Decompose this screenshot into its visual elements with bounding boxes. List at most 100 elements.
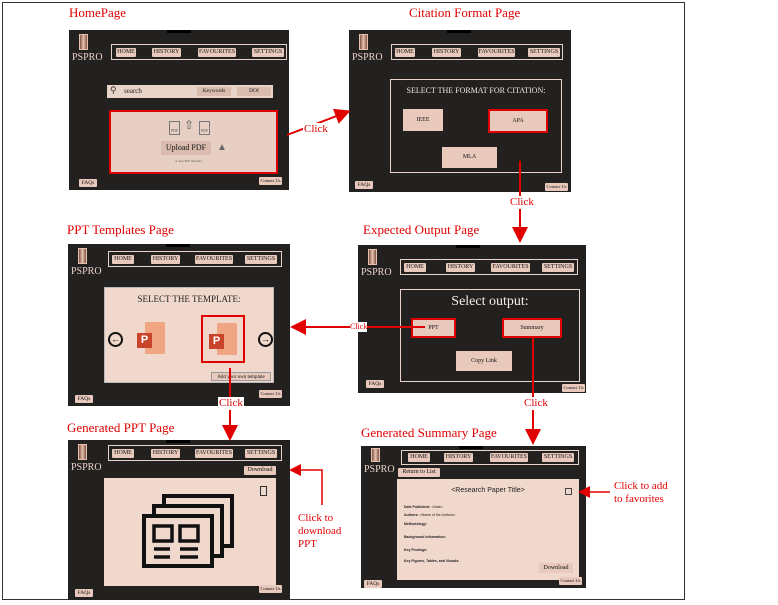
- slides-icon: [142, 494, 234, 568]
- powerpoint-badge: P: [137, 333, 152, 348]
- nav-bar: HOME HISTORY FAVOURITES SETTINGS: [401, 450, 579, 465]
- nav-history[interactable]: HISTORY: [444, 453, 473, 462]
- nav-favourites[interactable]: FAVOURITES: [195, 255, 233, 264]
- summary-button[interactable]: Summary: [502, 318, 562, 338]
- faqs-button[interactable]: FAQs: [366, 380, 384, 388]
- contact-us-button[interactable]: Contact Us: [259, 177, 282, 185]
- previous-arrow-icon[interactable]: ←: [108, 332, 123, 347]
- nav-settings[interactable]: SETTINGS: [542, 263, 574, 272]
- favorite-checkbox[interactable]: [565, 488, 572, 495]
- contact-us-button[interactable]: Contact Us: [259, 390, 282, 398]
- nav-bar: HOME HISTORY FAVOURITES SETTINGS: [108, 251, 282, 267]
- contact-us-button[interactable]: Contact Us: [559, 577, 582, 585]
- nav-history[interactable]: HISTORY: [446, 263, 475, 272]
- logo-graphic: [78, 248, 87, 264]
- nav-home[interactable]: HOME: [408, 453, 430, 462]
- nav-home[interactable]: HOME: [112, 255, 134, 264]
- nav-favourites[interactable]: FAVOURITES: [491, 263, 530, 272]
- generated-summary-screen: PSPRO HOME HISTORY FAVOURITES SETTINGS R…: [361, 446, 586, 588]
- faqs-button[interactable]: FAQs: [79, 179, 97, 187]
- logo: PSPRO: [361, 267, 392, 278]
- upload-pdf-button[interactable]: Upload PDF: [161, 141, 211, 155]
- copy-link-button[interactable]: Copy Link: [456, 351, 512, 371]
- nav-bar: HOME HISTORY FAVOURITES SETTINGS: [108, 445, 282, 461]
- select-output-box: Select output: PPT Summary Copy Link: [400, 289, 580, 382]
- apa-button[interactable]: APA: [488, 109, 548, 133]
- click-label: Click: [350, 322, 368, 332]
- download-button[interactable]: Download: [244, 466, 276, 475]
- nav-settings[interactable]: SETTINGS: [245, 449, 277, 458]
- return-to-list-button[interactable]: Return to List: [398, 468, 440, 477]
- key-findings-heading: Key Findings:: [404, 548, 428, 552]
- click-label: Click: [218, 397, 244, 410]
- nav-favourites[interactable]: FAVOURITES: [478, 48, 515, 57]
- nav-settings[interactable]: SETTINGS: [542, 453, 574, 462]
- nav-history[interactable]: HISTORY: [151, 255, 180, 264]
- ieee-button[interactable]: IEEE: [403, 109, 443, 131]
- title-generated-ppt-page: Generated PPT Page: [67, 420, 175, 435]
- faqs-button[interactable]: FAQs: [364, 580, 382, 588]
- select-output-heading: Select output:: [451, 294, 529, 309]
- authors-value: <Name of the Authors>: [419, 513, 456, 517]
- ppt-templates-screen: PSPRO HOME HISTORY FAVOURITES SETTINGS S…: [68, 244, 290, 406]
- next-arrow-icon[interactable]: →: [258, 332, 273, 347]
- powerpoint-template-2[interactable]: P: [201, 315, 245, 363]
- date-published: Date Published: <Date>: [404, 505, 443, 509]
- mla-button[interactable]: MLA: [442, 147, 497, 168]
- upload-icon: ⇧: [184, 118, 195, 132]
- logo: PSPRO: [72, 52, 103, 63]
- search-bar[interactable]: ⚲ search Keywords DOI: [107, 85, 273, 98]
- logo-graphic: [368, 249, 377, 265]
- ppt-preview-panel: [104, 478, 276, 586]
- search-input[interactable]: search: [124, 87, 142, 95]
- nav-bar: HOME HISTORY FAVOURITES SETTINGS: [111, 44, 287, 60]
- nav-home[interactable]: HOME: [404, 263, 426, 272]
- nav-history[interactable]: HISTORY: [152, 48, 181, 57]
- nav-favourites[interactable]: FAVOURITES: [195, 449, 233, 458]
- diagram-frame: [2, 2, 685, 600]
- nav-history[interactable]: HISTORY: [432, 48, 461, 57]
- nav-bar: HOME HISTORY FAVOURITES SETTINGS: [391, 44, 563, 60]
- template-panel: SELECT THE TEMPLATE: ← P P → Add your ow…: [104, 287, 274, 383]
- doi-button[interactable]: DOI: [237, 87, 271, 96]
- nav-history[interactable]: HISTORY: [151, 449, 180, 458]
- powerpoint-badge: P: [209, 334, 224, 349]
- contact-us-button[interactable]: Contact Us: [562, 384, 585, 392]
- nav-settings[interactable]: SETTINGS: [252, 48, 284, 57]
- faqs-button[interactable]: FAQs: [75, 395, 93, 403]
- contact-us-button[interactable]: Contact Us: [259, 585, 282, 593]
- expected-output-screen: PSPRO HOME HISTORY FAVOURITES SETTINGS S…: [358, 245, 586, 393]
- title-ppt-templates-page: PPT Templates Page: [67, 222, 174, 237]
- contact-us-button[interactable]: Contact Us: [545, 183, 568, 191]
- nav-settings[interactable]: SETTINGS: [528, 48, 560, 57]
- faqs-button[interactable]: FAQs: [75, 589, 93, 597]
- key-figures-heading: Key Figures, Tables, and Visuals:: [404, 559, 460, 563]
- keywords-button[interactable]: Keywords: [197, 87, 231, 96]
- logo-graphic: [79, 34, 88, 50]
- select-template-heading: SELECT THE TEMPLATE:: [137, 294, 241, 304]
- nav-bar: HOME HISTORY FAVOURITES SETTINGS: [400, 259, 578, 275]
- summary-download-button[interactable]: Download: [539, 563, 573, 573]
- logo-graphic: [78, 444, 87, 460]
- faqs-button[interactable]: FAQs: [355, 181, 373, 189]
- drive-icon[interactable]: ▲: [217, 142, 227, 153]
- nav-favourites[interactable]: FAVOURITES: [198, 48, 236, 57]
- logo-graphic: [371, 448, 380, 462]
- click-label: Click: [303, 123, 329, 136]
- nav-settings[interactable]: SETTINGS: [245, 255, 277, 264]
- upload-area[interactable]: PDF ⇧ PDF Upload PDF ▲ or drop PDF files…: [109, 110, 278, 174]
- nav-home[interactable]: HOME: [116, 48, 136, 57]
- nav-home[interactable]: HOME: [112, 449, 134, 458]
- powerpoint-template-1[interactable]: P: [137, 322, 165, 356]
- nav-home[interactable]: HOME: [395, 48, 415, 57]
- search-icon: ⚲: [110, 85, 117, 95]
- click-label: Click: [523, 397, 549, 410]
- title-expected-output-page: Expected Output Page: [363, 222, 480, 237]
- bookmark-icon[interactable]: [260, 486, 267, 496]
- nav-favourites[interactable]: FAVOURITES: [490, 453, 528, 462]
- title-generated-summary-page: Generated Summary Page: [361, 425, 497, 440]
- add-template-button[interactable]: Add your own template: [211, 372, 271, 381]
- date-value: <Date>: [431, 505, 443, 509]
- summary-panel: <Research Paper Title> Date Published: <…: [397, 479, 579, 580]
- authors-label: Authors:: [404, 513, 419, 517]
